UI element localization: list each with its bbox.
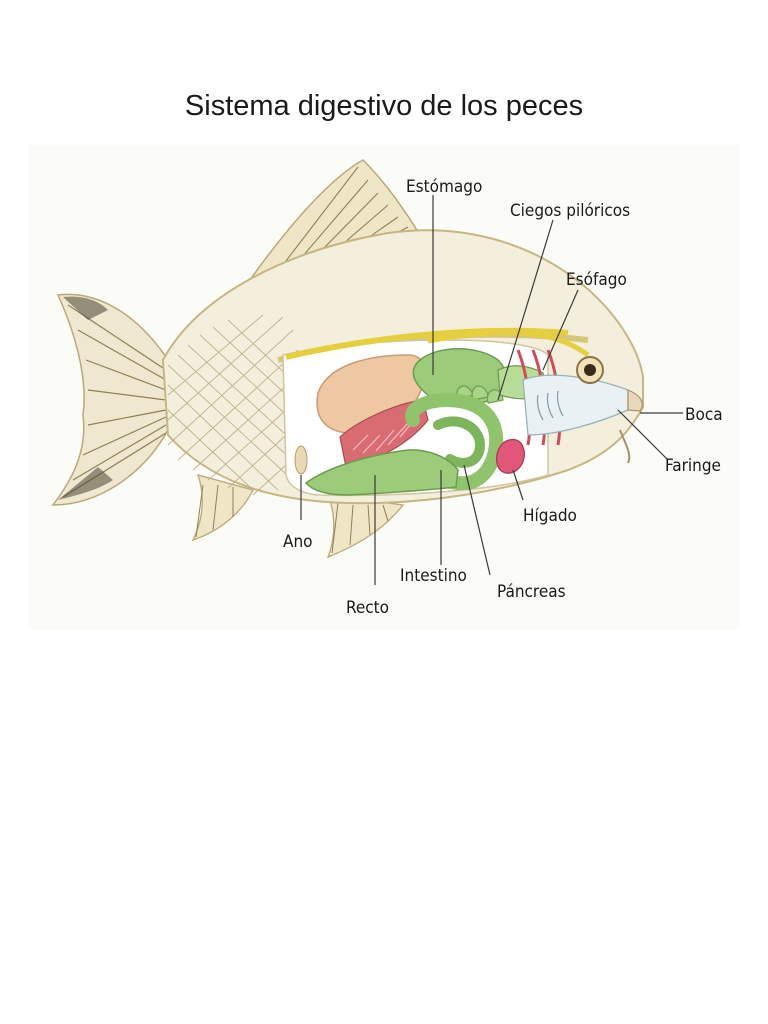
liver	[495, 438, 525, 474]
label-esofago: Esófago	[566, 270, 627, 290]
label-boca: Boca	[685, 405, 723, 425]
label-ciegos-piloricos: Ciegos pilóricos	[510, 201, 630, 221]
fish-illustration: Estómago Ciegos pilóricos Esófago Boca F…	[28, 145, 740, 630]
tail-fin	[51, 293, 169, 506]
label-estomago: Estómago	[406, 177, 482, 197]
anal-fin	[191, 474, 405, 559]
label-intestino: Intestino	[400, 566, 467, 586]
fish-diagram: Estómago Ciegos pilóricos Esófago Boca F…	[28, 145, 740, 630]
rectum	[304, 449, 459, 496]
leader-lines	[300, 195, 683, 585]
mouth	[627, 389, 643, 412]
label-higado: Hígado	[523, 506, 577, 526]
label-faringe: Faringe	[665, 456, 721, 476]
page-title: Sistema digestivo de los peces	[184, 90, 584, 122]
nerve-cord	[427, 329, 590, 358]
eye	[576, 356, 604, 384]
label-recto: Recto	[346, 598, 389, 618]
label-ano: Ano	[283, 532, 313, 552]
label-pancreas: Páncreas	[497, 582, 566, 602]
anus-opening	[294, 445, 308, 475]
